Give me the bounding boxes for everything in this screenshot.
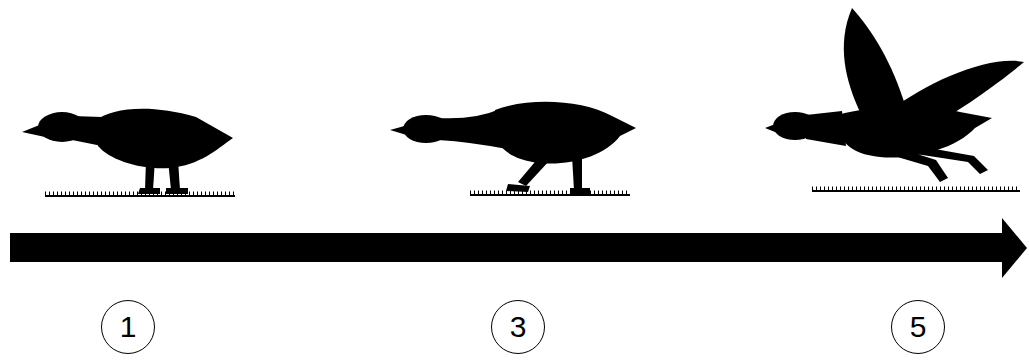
step-number: 5 [910, 312, 927, 342]
grass-blades [470, 191, 630, 196]
duck-walking [390, 102, 636, 194]
grass [470, 194, 630, 196]
step-number: 3 [510, 312, 527, 342]
step-circle: 3 [491, 300, 545, 354]
grass [45, 195, 235, 197]
grass [812, 190, 1020, 192]
step-number: 1 [120, 312, 137, 342]
step-circle: 1 [101, 300, 155, 354]
grass-blades [45, 192, 235, 197]
duck-crouching [22, 109, 233, 194]
step-circle: 5 [891, 300, 945, 354]
duck-taking-off [765, 8, 1024, 182]
grass-blades [812, 187, 1020, 192]
timeline-arrow [10, 218, 1027, 278]
